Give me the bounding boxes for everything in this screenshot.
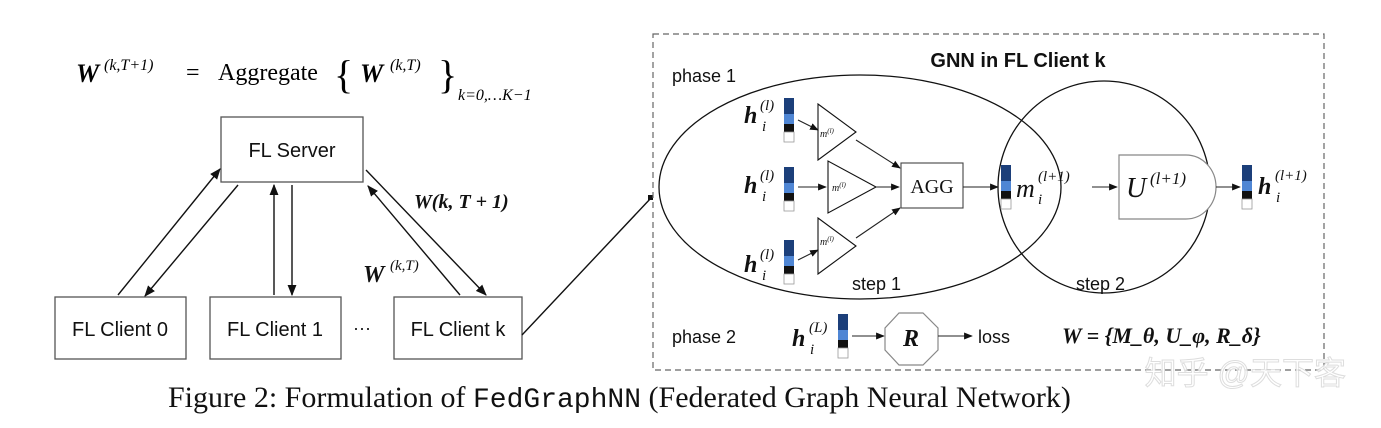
h-sup: (l) — [760, 168, 774, 184]
feature-bar-mid — [783, 167, 795, 212]
loss-label: loss — [978, 327, 1010, 347]
step1-arrows — [797, 119, 901, 261]
feature-bar-m — [1000, 165, 1012, 210]
h-sub: i — [1276, 190, 1280, 206]
weights-set: W = {M_θ, U_φ, R_δ} — [1062, 323, 1261, 348]
agg-node: AGG — [900, 162, 964, 209]
fl-server-label: FL Server — [248, 140, 335, 162]
m-symbol: m — [1016, 174, 1035, 203]
message-fn-bot: m(l) — [817, 216, 857, 276]
h-sup: (l) — [760, 247, 774, 263]
caption-text: Figure 2: Formulation of FedGraphNN (Fed… — [168, 381, 1071, 416]
h-sup: (l) — [760, 98, 774, 114]
message-fn-label: m(l) — [832, 181, 847, 194]
message-fn-label: m(l) — [820, 235, 835, 248]
h-symbol: h — [744, 103, 757, 129]
message-fn-top: m(l) — [817, 102, 857, 162]
formula-equals: = — [186, 60, 200, 86]
m-sub: i — [1038, 192, 1042, 208]
h-sub: i — [810, 342, 814, 358]
formula-right-brace: } — [438, 52, 457, 97]
step1-ellipse — [658, 74, 1062, 300]
input-h-mid: h (l) i — [744, 168, 774, 205]
gnn-client-box — [652, 33, 1325, 371]
phase1-label: phase 1 — [672, 66, 736, 86]
fl-server-node: FL Server — [220, 116, 364, 183]
h-symbol: h — [744, 173, 757, 199]
upload-weight-label: W — [363, 262, 386, 288]
h-sup: (l+1) — [1275, 168, 1307, 184]
h-symbol: h — [792, 326, 805, 352]
message-fn-mid: m(l) — [827, 160, 878, 214]
update-fn-node: U (l+1) — [1118, 154, 1217, 220]
h-sub: i — [762, 119, 766, 135]
formula-inner-sup: (k,T) — [390, 57, 421, 74]
fl-client-1-node: FL Client 1 — [209, 296, 342, 360]
h-sub: i — [762, 268, 766, 284]
zoom-connector — [521, 197, 652, 336]
upload-weight-sup: (k,T) — [390, 258, 419, 274]
output-h: h (l+1) i — [1258, 168, 1307, 206]
agg-label: AGG — [910, 176, 953, 198]
step2-label: step 2 — [1076, 274, 1125, 294]
feature-bars — [783, 98, 1253, 359]
figure-caption: Figure 2: Formulation of FedGraphNN (Fed… — [168, 381, 1071, 416]
fl-client-0-node: FL Client 0 — [54, 296, 187, 360]
feature-bar-phase2 — [837, 314, 849, 359]
m-sup: (l+1) — [1038, 169, 1070, 185]
readout-fn-node: R — [884, 312, 939, 366]
h-symbol: h — [744, 252, 757, 278]
formula-left-brace: { — [334, 52, 353, 97]
formula-lhs-sup: (k,T+1) — [104, 57, 153, 74]
phase2-label: phase 2 — [672, 327, 736, 347]
client-ellipsis: ··· — [353, 318, 371, 338]
fl-client-k-label: FL Client k — [411, 319, 507, 341]
formula-subscript: k=0,…K−1 — [458, 87, 532, 104]
fl-client-0-label: FL Client 0 — [72, 319, 168, 341]
feature-bar-out — [1241, 165, 1253, 210]
server-client-arrows — [117, 168, 487, 297]
formula-inner: W — [360, 59, 385, 88]
input-h-top: h (l) i — [744, 98, 774, 135]
watermark: 知乎 @天下客 — [1145, 355, 1346, 391]
u-sup: (l+1) — [1150, 169, 1186, 188]
input-h-bot: h (l) i — [744, 247, 774, 284]
step1-label: step 1 — [852, 274, 901, 294]
phase2-h: h (L) i — [792, 320, 827, 358]
feature-bar-top — [783, 98, 795, 143]
zoom-connector-dot — [648, 195, 653, 200]
formula-aggregate: Aggregate — [218, 60, 318, 86]
message-fn-label: m(l) — [820, 127, 835, 140]
h-symbol: h — [1258, 174, 1271, 200]
feature-bar-bot — [783, 240, 795, 285]
u-symbol: U — [1126, 173, 1148, 204]
gnn-title: GNN in FL Client k — [930, 50, 1106, 72]
r-symbol: R — [902, 326, 919, 352]
fl-client-1-label: FL Client 1 — [227, 319, 323, 341]
aggregation-formula: W (k,T+1) = Aggregate { W (k,T) } k=0,…K… — [76, 52, 532, 104]
message-m: m (l+1) i — [1016, 169, 1070, 208]
h-sup: (L) — [809, 320, 827, 336]
formula-lhs: W — [76, 59, 101, 88]
download-weight-label: W(k, T + 1) — [414, 191, 509, 213]
fl-client-k-node: FL Client k — [393, 296, 523, 360]
h-sub: i — [762, 189, 766, 205]
